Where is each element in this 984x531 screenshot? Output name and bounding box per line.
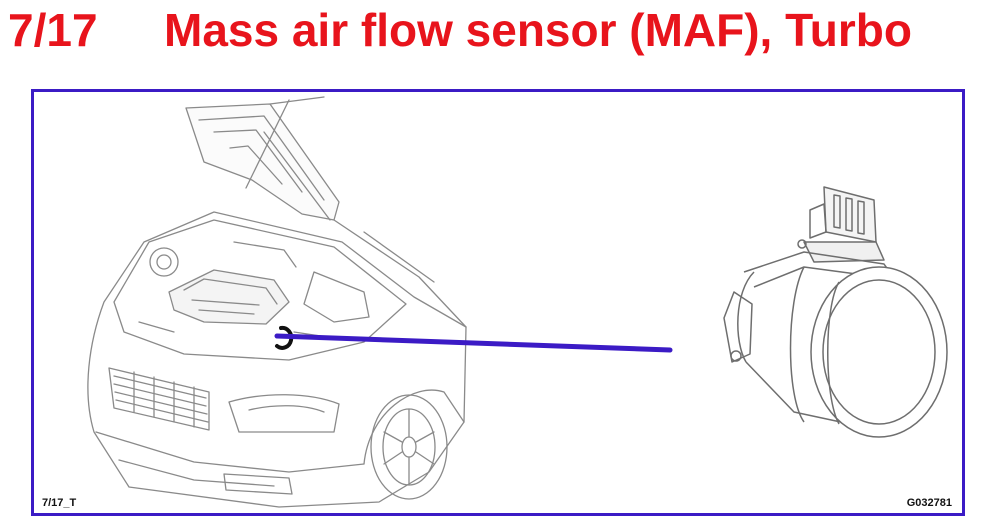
page-title: 7/17 Mass air flow sensor (MAF), Turbo [8,2,968,58]
page-heading: Mass air flow sensor (MAF), Turbo [164,4,912,56]
diagram-frame: 7/17_T G032781 [31,89,965,516]
figure-ref-right: G032781 [906,497,952,509]
pointer-line [274,333,673,353]
maf-sensor-illustration [723,186,948,438]
car-illustration [87,96,467,508]
diagram-svg [87,96,948,508]
location-marker-icon [275,325,294,350]
page-number: 7/17 [8,4,98,56]
figure-ref-left: 7/17_T [42,497,77,509]
